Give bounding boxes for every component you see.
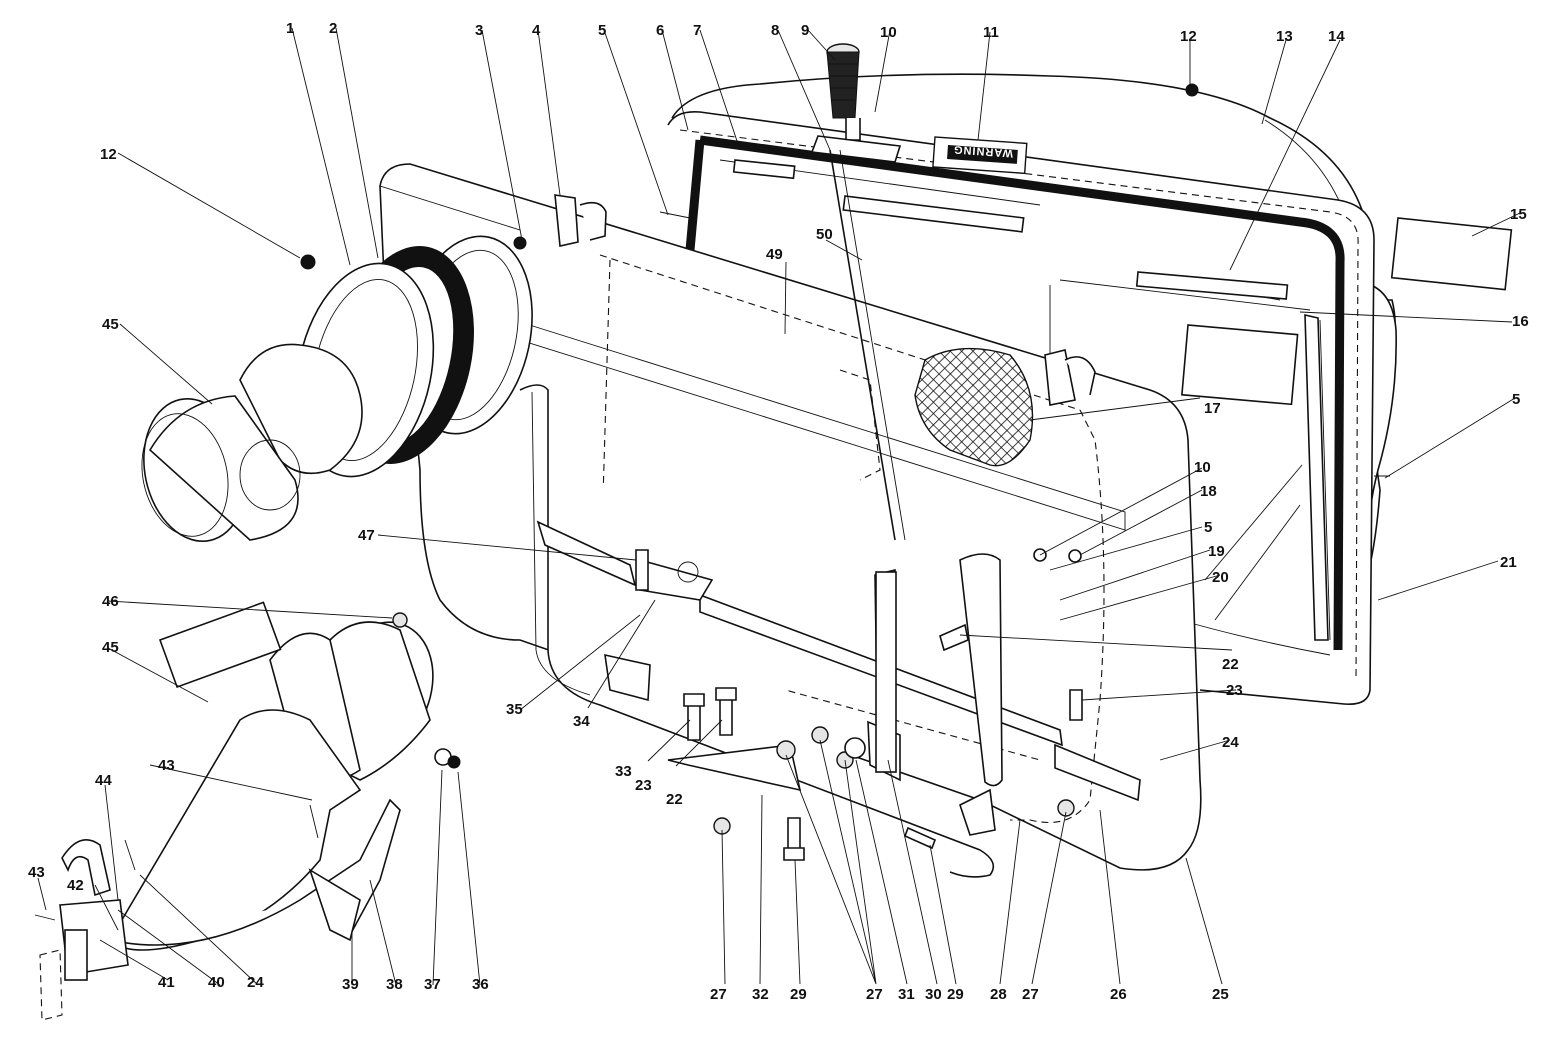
callout: 29 — [947, 986, 964, 1003]
callout: 16 — [1512, 313, 1529, 330]
warning-decal-text: WARNING — [953, 143, 1014, 159]
callout: 41 — [158, 974, 175, 991]
warning-decal: WARNING — [932, 136, 1028, 175]
callout: 46 — [102, 593, 119, 610]
callout: 28 — [990, 986, 1007, 1003]
callout: 1 — [286, 20, 294, 37]
callout: 32 — [752, 986, 769, 1003]
callout: 26 — [1110, 986, 1127, 1003]
callout: 4 — [532, 22, 541, 39]
callout: 13 — [1276, 28, 1293, 45]
fasteners — [300, 83, 1390, 861]
callout-labels: 1 2 3 4 5 6 7 8 9 10 11 12 13 14 15 16 5… — [28, 20, 1529, 1003]
callout: 29 — [790, 986, 807, 1003]
callout: 40 — [208, 974, 225, 991]
callout: 19 — [1208, 543, 1225, 560]
callout: 14 — [1328, 28, 1345, 45]
latch-assembly — [34, 804, 319, 1021]
callout: 49 — [766, 246, 783, 263]
callout: 44 — [95, 772, 112, 789]
tie-rod — [829, 149, 896, 541]
chute-flange — [295, 235, 533, 478]
callout: 27 — [866, 986, 883, 1003]
lower-chute — [108, 601, 461, 951]
callout: 2 — [329, 20, 337, 37]
callout: 12 — [1180, 28, 1197, 45]
callout: 42 — [67, 877, 84, 894]
callout: 15 — [1510, 206, 1527, 223]
callout: 7 — [693, 22, 701, 39]
callout: 9 — [801, 22, 809, 39]
callout: 50 — [816, 226, 833, 243]
callout: 24 — [247, 974, 264, 991]
callout: 3 — [475, 22, 483, 39]
callout: 5 — [1512, 391, 1520, 408]
callout: 27 — [710, 986, 727, 1003]
pivot-tube — [875, 571, 897, 773]
callout: 10 — [880, 24, 897, 41]
callout: 5 — [598, 22, 606, 39]
callout: 6 — [656, 22, 664, 39]
callout: 5 — [1204, 519, 1212, 536]
mesh-screen — [914, 347, 1034, 467]
callout: 31 — [898, 986, 915, 1003]
callout: 8 — [771, 22, 779, 39]
callout: 35 — [506, 701, 523, 718]
callout: 33 — [615, 763, 632, 780]
callout: 23 — [635, 777, 652, 794]
decal-plate — [1390, 217, 1513, 291]
callout: 34 — [573, 713, 590, 730]
callout: 45 — [102, 639, 119, 656]
callout: 23 — [1226, 682, 1243, 699]
callout: 17 — [1204, 400, 1221, 417]
chute-adapter — [141, 343, 363, 542]
callout: 47 — [358, 527, 375, 544]
callout: 43 — [28, 864, 45, 881]
callout: 43 — [158, 757, 175, 774]
callout: 36 — [472, 976, 489, 993]
callout: 20 — [1212, 569, 1229, 586]
callout: 18 — [1200, 483, 1217, 500]
callout: 21 — [1500, 554, 1517, 571]
callout: 39 — [342, 976, 359, 993]
hinge-brackets — [513, 194, 1096, 406]
callout: 25 — [1212, 986, 1229, 1003]
callout: 37 — [424, 976, 441, 993]
hood-handle — [810, 43, 902, 163]
leader-lines — [37, 27, 1521, 986]
callout: 38 — [386, 976, 403, 993]
callout: 10 — [1194, 459, 1211, 476]
callout: 11 — [983, 24, 999, 41]
callout: 12 — [100, 146, 117, 163]
callout: 45 — [102, 316, 119, 333]
callout: 27 — [1022, 986, 1039, 1003]
callout: 24 — [1222, 734, 1239, 751]
callout: 22 — [666, 791, 683, 808]
callout: 22 — [1222, 656, 1239, 673]
callout: 30 — [925, 986, 942, 1003]
